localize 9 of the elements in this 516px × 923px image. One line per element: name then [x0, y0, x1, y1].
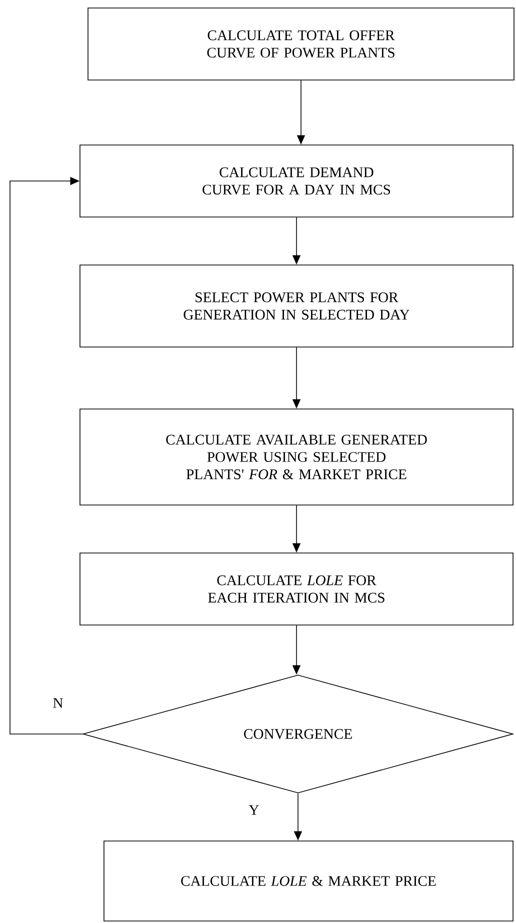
process-box: SELECT POWER PLANTS FOR GENERATION IN SELECTED DAY	[80, 264, 514, 348]
process-box: CALCULATE LOLE FOR EACH ITERATION IN MCS	[80, 552, 514, 626]
process-box: CALCULATE DEMAND CURVE FOR A DAY IN MCS	[80, 144, 514, 218]
edge-label: N	[51, 696, 65, 710]
arrow	[10, 176, 83, 734]
process-box: CALCULATE TOTAL OFFER CURVE OF POWER PLANTS	[88, 8, 514, 80]
process-box: CALCULATE LOLE & MARKET PRICE	[104, 840, 514, 922]
edge-label: Y	[247, 804, 261, 816]
process-box: CALCULATE AVAILABLE GENERATED POWER USING SELECTED PLANTS' FOR & MARKET PRICE	[80, 408, 514, 506]
